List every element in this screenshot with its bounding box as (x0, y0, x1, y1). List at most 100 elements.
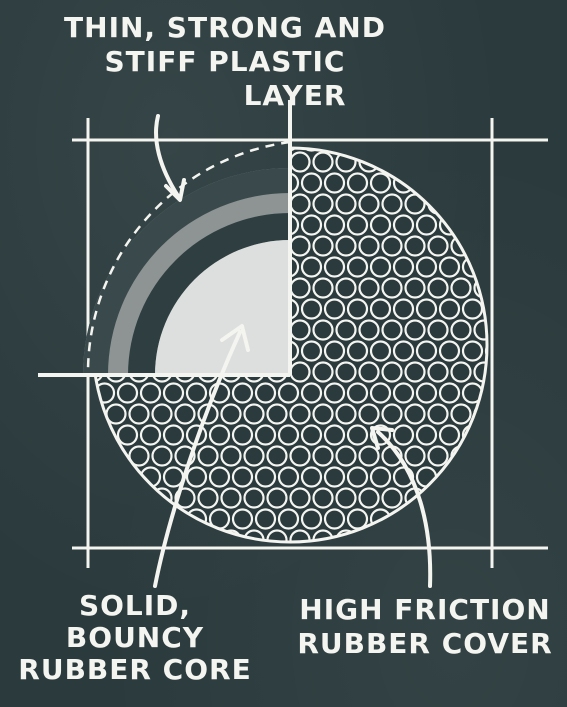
texture-circle (61, 363, 80, 382)
texture-circle (452, 153, 471, 172)
texture-circle (509, 174, 528, 193)
texture-circle (164, 552, 183, 571)
texture-circle (440, 552, 459, 571)
texture-circle (406, 111, 425, 130)
texture-circle (383, 153, 402, 172)
texture-circle (187, 552, 206, 571)
texture-circle (429, 489, 448, 508)
texture-circle (256, 552, 275, 571)
texture-circle (279, 552, 298, 571)
texture-circle (498, 321, 517, 340)
texture-circle (509, 426, 528, 445)
texture-circle (107, 237, 126, 256)
texture-circle (210, 552, 229, 571)
texture-circle (95, 174, 114, 193)
texture-circle (463, 216, 482, 235)
texture-circle (130, 489, 149, 508)
arrow-plastic-layer (156, 116, 178, 196)
texture-circle (84, 195, 103, 214)
texture-circle (84, 489, 103, 508)
texture-circle (486, 510, 505, 529)
texture-circle (498, 447, 517, 466)
texture-circle (95, 552, 114, 571)
texture-circle (486, 342, 505, 361)
texture-circle (84, 237, 103, 256)
texture-circle (509, 384, 528, 403)
texture-circle (486, 384, 505, 403)
texture-circle (95, 216, 114, 235)
texture-circle (141, 174, 160, 193)
texture-circle (406, 153, 425, 172)
texture-circle (245, 153, 264, 172)
cutaway-quarter (83, 142, 290, 375)
texture-circle (463, 510, 482, 529)
texture-circle (463, 174, 482, 193)
texture-circle (509, 300, 528, 319)
texture-circle (107, 195, 126, 214)
texture-circle (486, 174, 505, 193)
texture-circle (417, 552, 436, 571)
texture-circle (84, 405, 103, 424)
label-cover-line-2: RUBBER COVER (280, 630, 567, 658)
texture-circle (509, 510, 528, 529)
texture-circle (509, 258, 528, 277)
texture-circle (348, 552, 367, 571)
texture-circle (486, 300, 505, 319)
texture-circle (509, 342, 528, 361)
label-plastic-layer: THIN, STRONG AND STIFF PLASTIC LAYER (60, 14, 390, 116)
label-rubber-cover: HIGH FRICTION RUBBER COVER (280, 596, 567, 664)
texture-circle (498, 111, 517, 130)
texture-circle (141, 510, 160, 529)
texture-circle (498, 153, 517, 172)
texture-circle (61, 447, 80, 466)
label-plastic-layer-line-2: STIFF PLASTIC (60, 48, 390, 76)
texture-circle (498, 237, 517, 256)
texture-circle (130, 195, 149, 214)
texture-circle (233, 552, 252, 571)
texture-circle (61, 279, 80, 298)
texture-circle (302, 552, 321, 571)
texture-circle (130, 153, 149, 172)
texture-circle (509, 552, 528, 571)
texture-circle (394, 552, 413, 571)
texture-circle (84, 153, 103, 172)
texture-circle (325, 552, 344, 571)
texture-circle (509, 468, 528, 487)
texture-circle (61, 195, 80, 214)
texture-circle (118, 468, 137, 487)
texture-circle (498, 405, 517, 424)
texture-circle (452, 111, 471, 130)
texture-circle (440, 510, 459, 529)
texture-circle (118, 510, 137, 529)
label-plastic-layer-line-1: THIN, STRONG AND (60, 14, 390, 42)
texture-circle (486, 426, 505, 445)
texture-circle (371, 552, 390, 571)
texture-circle (486, 468, 505, 487)
texture-circle (417, 174, 436, 193)
label-core-line-1: SOLID, (0, 592, 270, 620)
texture-circle (463, 468, 482, 487)
texture-circle (107, 153, 126, 172)
texture-circle (486, 258, 505, 277)
texture-circle (498, 279, 517, 298)
texture-circle (61, 321, 80, 340)
texture-circle (498, 195, 517, 214)
texture-circle (463, 552, 482, 571)
texture-circle (498, 363, 517, 382)
texture-circle (61, 237, 80, 256)
label-core-line-3: RUBBER CORE (0, 656, 270, 684)
texture-circle (429, 195, 448, 214)
texture-circle (107, 489, 126, 508)
texture-circle (95, 510, 114, 529)
texture-circle (452, 195, 471, 214)
texture-circle (95, 468, 114, 487)
texture-circle (452, 489, 471, 508)
texture-circle (84, 447, 103, 466)
texture-circle (61, 405, 80, 424)
texture-circle (429, 111, 448, 130)
texture-circle (118, 174, 137, 193)
label-cover-line-1: HIGH FRICTION (280, 596, 567, 624)
texture-circle (394, 510, 413, 529)
texture-circle (176, 153, 195, 172)
